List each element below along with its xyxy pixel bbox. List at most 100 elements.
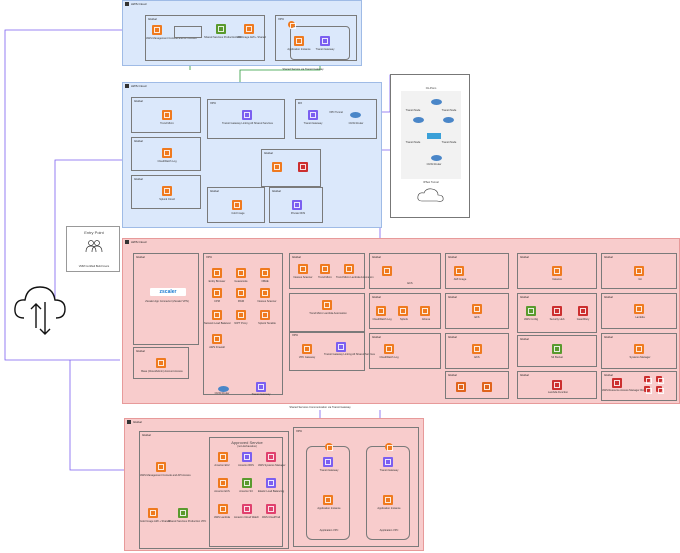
tgw-link-icon [242, 110, 252, 120]
console-icon [152, 25, 162, 35]
trend-lambda-box: Trend Micro Lambda Automation [289, 293, 365, 333]
app-vpc-container: VPC Transit Gateway Application Instance… [293, 427, 419, 547]
cgw-router-onprem-icon [431, 155, 442, 161]
ram-box: Global AWS Resource Access Manager RAM [601, 371, 677, 401]
cloudwatch-log2-icon [384, 344, 394, 354]
app-instance-icon [294, 36, 304, 46]
ec2-bottom-icon [218, 452, 228, 462]
s3-bucket-icon [552, 344, 562, 354]
transit-node-icon-3 [443, 117, 454, 123]
lambda-bottom-icon [218, 504, 228, 514]
transit-node-icon-2 [413, 117, 424, 123]
global-cloudwatch: Global CloudWatch Log [131, 137, 201, 171]
account-box [174, 26, 202, 38]
cgw-router-red-icon [218, 386, 229, 392]
vpc-gateway-box: VPC VPC Gateway Transit Gateway Linking … [289, 331, 375, 371]
eks-icon [472, 344, 482, 354]
git-box: Global Git [601, 253, 677, 289]
tgw-bottom-icon-1 [323, 457, 333, 467]
base-account-icon [156, 358, 166, 368]
transit-node-icon-1 [431, 99, 442, 105]
vpc-icon [216, 24, 226, 34]
nipt-proxy-icon [236, 310, 246, 320]
tgw-dx-icon [308, 110, 318, 120]
cloudwatch-icon [162, 148, 172, 158]
splunk-icon [162, 186, 172, 196]
global-cold-image: Global Cold Image [207, 187, 265, 223]
aws-cloud-top: AWS Cloud Global AWS Management Console … [122, 0, 362, 71]
nessus-trend-box: Global Nessus Scanner Trend Micro Trend … [289, 253, 374, 289]
dx-box: DX Transit Gateway VPN Tunnel CGW Router [295, 99, 377, 139]
core-switch-icon [427, 133, 441, 139]
ram-share-icon-4 [656, 386, 664, 394]
trend-micro-icon [162, 110, 172, 120]
instance-box: Global Instance [517, 253, 597, 289]
aws-cloud-red: AWS Cloud Global zscaler Zscaler App Con… [122, 238, 680, 404]
internet-gateway-icon [288, 21, 296, 29]
cloudformation-box: Global [445, 371, 509, 399]
global-splunk: Global Splunk Cloud [131, 175, 201, 209]
shared-vpc-bottom-icon [178, 508, 188, 518]
cgw-router-icon [350, 112, 361, 118]
ami-box: Global AMI Image [445, 253, 509, 289]
global-region-top: Global AWS Management Console and API Ac… [145, 15, 266, 61]
entry-point-box: Entry Point VMM Certified Build Users [66, 226, 120, 272]
cloudwatch-log-box: Global CloudWatch Log [369, 333, 441, 369]
guardduty-icon [578, 306, 588, 316]
on-prem-core: Transit Node Transit Node Transit Node T… [401, 91, 461, 179]
ssm-box: Global Systems Manager [601, 333, 677, 369]
ipam-icon [236, 288, 246, 298]
app-vpc-2: Transit Gateway Application Instance App… [366, 443, 410, 540]
trend-micro-red-icon [320, 264, 330, 274]
vpc-box-top: VPC Application Instance Transit Gateway [275, 15, 357, 61]
internet-cloud-icon [417, 188, 444, 202]
transit-gateway-icon [320, 36, 330, 46]
splunk-tenable-icon [260, 310, 270, 320]
rds-icon [242, 452, 252, 462]
ecs-bottom-icon [218, 478, 228, 488]
lambda-function-icon [552, 380, 562, 390]
tgw-bottom-icon-2 [383, 457, 393, 467]
global-ec2: Global [261, 149, 321, 187]
zscaler-box: Global zscaler Zscaler App Connector (Zs… [133, 253, 199, 345]
aws-config-icon [526, 306, 536, 316]
cloudwatch-bottom-icon [242, 504, 252, 514]
ec2-icon [272, 162, 282, 172]
aws-cloud-bottom: Global Global AWS Management Console and… [124, 418, 424, 551]
ami-icon [244, 24, 254, 34]
s3-bottom-icon [242, 478, 252, 488]
elb-icon [266, 478, 276, 488]
cpm-icon [212, 288, 222, 298]
app-vpc-1: Transit Gateway Application Instance App… [306, 443, 350, 540]
zscaler-logo: zscaler [150, 288, 186, 296]
instance-icon [552, 266, 562, 276]
gold-image-icon [148, 508, 158, 518]
shared-tools-vpc: VPC Entity Browser Guacamole OBHE CPM IP… [203, 253, 283, 396]
entity-browser-icon [212, 268, 222, 278]
cloudtrail-icon [266, 504, 276, 514]
users-icon [85, 240, 103, 253]
cloud-top-title: AWS Cloud [125, 2, 146, 7]
efs-icon [472, 304, 482, 314]
global-trend: Global Trend Micro [131, 97, 201, 133]
trend-lambda-icon [344, 264, 354, 274]
bottom-global-box: Global AWS Management Console and API Ac… [139, 431, 289, 549]
git-icon [634, 266, 644, 276]
vpc-gateway-icon [302, 344, 312, 354]
ecs-box: Global ECS [369, 253, 441, 289]
eks-box: Global EKS [445, 333, 509, 369]
cloudformation-icon [456, 382, 466, 392]
on-prem-box: On-Prem Transit Node Transit Node Transi… [390, 74, 470, 218]
nessus-icon [260, 288, 270, 298]
app-instance-bottom-icon-2 [383, 495, 393, 505]
systems-manager-icon [634, 344, 644, 354]
cold-image-icon [232, 200, 242, 210]
nlb-icon [212, 310, 222, 320]
snapshot-icon [482, 382, 492, 392]
internet-gateway-bottom-icon-1 [325, 443, 333, 451]
nessus-scanner-icon [298, 264, 308, 274]
security-hub-icon [552, 306, 562, 316]
app-instance-bottom-icon-1 [323, 495, 333, 505]
private-dns-icon [292, 200, 302, 210]
console-bottom-icon [156, 462, 166, 472]
